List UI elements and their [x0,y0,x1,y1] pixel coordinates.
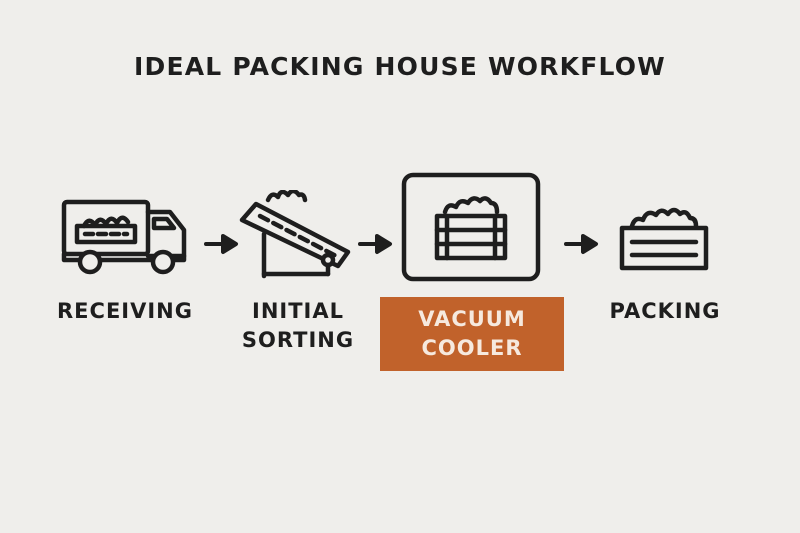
truck-icon [60,196,190,278]
vacuum-cooler-highlight: VACUUM COOLER [380,297,564,371]
step-label-receiving: RECEIVING [57,299,193,323]
arrow-icon [563,233,599,255]
step-label-vacuum-cooler: VACUUM COOLER [418,307,526,360]
conveyor-belt-icon [238,190,358,280]
produce-crate-icon [618,204,710,274]
crate-icon [401,172,541,282]
step-label-packing: PACKING [609,299,721,323]
arrow-icon [357,233,393,255]
step-label-initial-sorting: INITIAL SORTING [241,299,355,352]
diagram-title: IDEAL PACKING HOUSE WORKFLOW [134,52,666,81]
arrow-icon [203,233,239,255]
